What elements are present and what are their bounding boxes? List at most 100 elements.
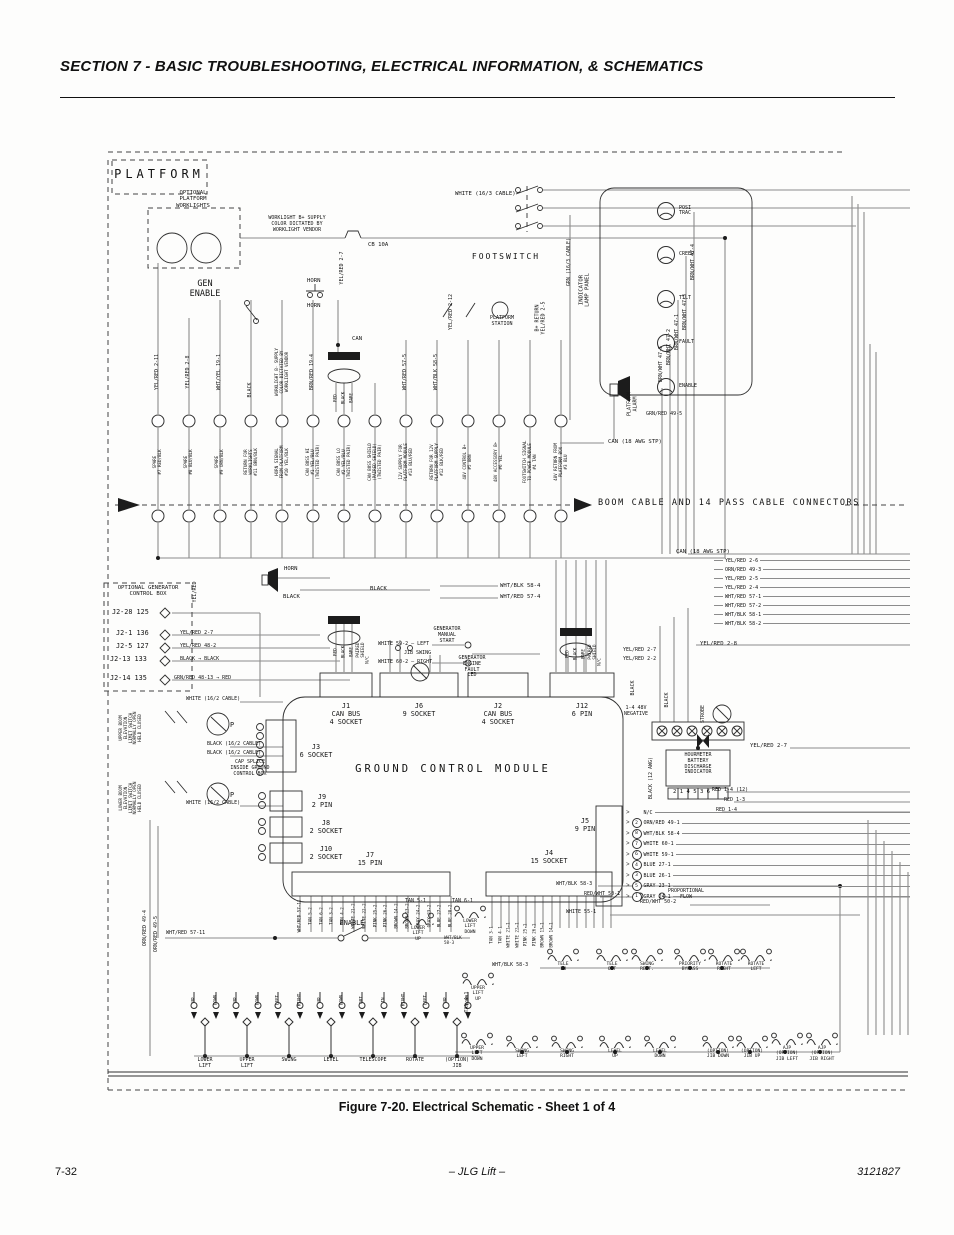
schematic-label: 48V ACCESSORY B+ #6 YEL	[493, 441, 503, 483]
wire-label: WHT/BLK 58-2	[725, 620, 762, 627]
schematic-label: OUT	[358, 996, 364, 1004]
coil-icon	[462, 972, 494, 985]
wire-label: YEL/RED 2-4	[725, 584, 759, 591]
schematic-label: UP	[316, 997, 322, 1003]
control-switch: TELESCOPE	[345, 992, 401, 1064]
wire-label: YEL/RED 2-6	[725, 557, 759, 564]
pin-wire-label: GRAY 24-1	[643, 893, 671, 900]
pass-pin-circle	[461, 414, 475, 428]
schematic-label: RIGHT	[400, 993, 406, 1007]
wire-segment	[714, 560, 723, 562]
pin-chevron-icon: >	[626, 883, 630, 889]
coil-label: TELE OUT	[606, 962, 618, 973]
schematic-label: BROWN 14-1	[548, 922, 554, 948]
j5-pin-row: > 3 BLUE 26-1	[626, 870, 910, 881]
schematic-label: WHITE 60-2 — RIGHT	[378, 659, 433, 665]
schematic-label: WHT/BLK 58-3	[556, 881, 593, 887]
wire-segment	[714, 596, 723, 598]
valve-coil: ROTATE RIGHT	[702, 948, 746, 973]
schematic-label: WHITE (16/2 CABLE)	[186, 800, 241, 806]
valve-coil: LOWER LIFT DOWN	[448, 905, 492, 935]
schematic-label: OPTIONAL PLATFORM WORKLIGHTS	[176, 190, 210, 209]
schematic-label: LEFT	[422, 994, 428, 1006]
wire-label-row: YEL/RED 2-6	[714, 558, 910, 564]
pin-wire-label: N/C	[643, 809, 653, 816]
wire-segment	[714, 569, 723, 571]
schematic-label: RED 1-3	[724, 797, 746, 803]
schematic-label: BLACK	[340, 391, 346, 405]
switch-label: LOWER LIFT	[197, 1057, 213, 1069]
pin-number: 1	[631, 891, 642, 902]
coil-label: (OPTION) JIB DOWN	[706, 1049, 730, 1060]
schematic-label: TAN 3-1	[488, 926, 494, 944]
wire-segment	[763, 569, 910, 571]
pin-chevron-icon: >	[626, 872, 630, 879]
schematic-label: YEL/RED 2-2	[623, 656, 657, 662]
switch-icon	[316, 992, 346, 1056]
lamp-label: CREEP	[679, 251, 695, 258]
schematic-label: UP	[442, 997, 448, 1003]
schematic-label: RED 1-4	[716, 807, 738, 813]
pin-number: 3	[631, 870, 642, 881]
schematic-label: RED/WHT 50-2	[640, 899, 677, 905]
valve-coil: TELE OUT	[590, 948, 634, 973]
switch-icon	[400, 992, 430, 1056]
schematic-label: J8 2 SOCKET	[309, 819, 343, 835]
schematic-label: YEL/RED	[192, 581, 199, 603]
pass-pin-circle	[151, 509, 165, 523]
schematic-label: GRN/RED 48-13 → RED	[174, 675, 232, 681]
indicator-lamp: TILT	[655, 288, 691, 310]
schematic-label: PINK 26-2	[382, 904, 388, 928]
lamp-icon	[657, 334, 675, 352]
j5-pin-list: > N/C > 2 ORN/RED 49-1 > 8 WHT/BLK 58-4 …	[626, 808, 910, 902]
schematic-label: 12V SUPPLY FOR PLATFORM MODULE #13 BLU/R…	[397, 443, 413, 481]
pass-pin-circle	[523, 414, 537, 428]
pass-pin-circle	[523, 509, 537, 523]
valve-coil: TELE IN	[541, 948, 585, 973]
switch-label: LEVEL	[323, 1057, 339, 1063]
indicator-lamp: FAULT	[655, 332, 694, 354]
lamp-label: FAULT	[679, 339, 695, 346]
wire-segment	[763, 623, 910, 625]
schematic-label: TAN 6-2	[318, 907, 324, 925]
pin-number: 5	[631, 881, 642, 891]
schematic-label: YEL/RED 2-7	[623, 647, 657, 653]
schematic-label: BLACK	[340, 645, 346, 659]
pin-chevron-icon: >	[626, 851, 630, 858]
schematic-label: BLACK (12 AWG)	[648, 756, 655, 800]
pin-number: 6	[631, 849, 642, 860]
schematic-label: CB 10A	[368, 242, 389, 248]
valve-coil: LEVEL DOWN	[638, 1035, 682, 1060]
wire-segment	[672, 875, 910, 876]
pass-pin-circle	[244, 414, 258, 428]
schematic-label: WHT/RED 57-11	[296, 899, 302, 933]
switch-label: TELESCOPE	[359, 1057, 387, 1063]
schematic-label: SPARE #7 RED/BLK	[152, 449, 162, 475]
coil-icon	[631, 948, 663, 961]
pass-pin-circle	[244, 509, 258, 523]
pin-chevron-icon: >	[626, 820, 630, 826]
pass-pin-circle	[337, 414, 351, 428]
coil-icon	[806, 1032, 838, 1045]
pass-pin-circle	[554, 509, 568, 523]
coil-label: AJP (OPTION) JIB LEFT	[775, 1046, 799, 1062]
j5-pin-row: > 5 GRAY 23-1	[626, 881, 910, 891]
schematic-label: LEFT	[274, 994, 280, 1006]
wire-segment	[714, 605, 723, 607]
boom-cable-title: BOOM CABLE AND 14 PASS CABLE CONNECTORS	[598, 498, 860, 508]
wire-label: YEL/RED 2-5	[725, 575, 759, 582]
schematic-label: GRN (16/3 CABLE)	[566, 237, 573, 287]
coil-icon	[596, 948, 628, 961]
wire-segment	[672, 885, 910, 887]
schematic-label: RED	[332, 394, 338, 402]
page-number: 7-32	[55, 1166, 78, 1178]
schematic-label: CAN	[352, 336, 363, 342]
wire-segment	[714, 587, 723, 589]
schematic-label: RED/WHT 50-1	[584, 891, 621, 897]
document-number: 3121827	[857, 1166, 900, 1178]
schematic-label: GRAY 24-2	[415, 904, 421, 928]
header-rule	[60, 97, 895, 98]
schematic-label: GRN/RED 49-5	[646, 411, 683, 417]
pin-wire-label: WHT/BLK 58-4	[643, 830, 680, 837]
